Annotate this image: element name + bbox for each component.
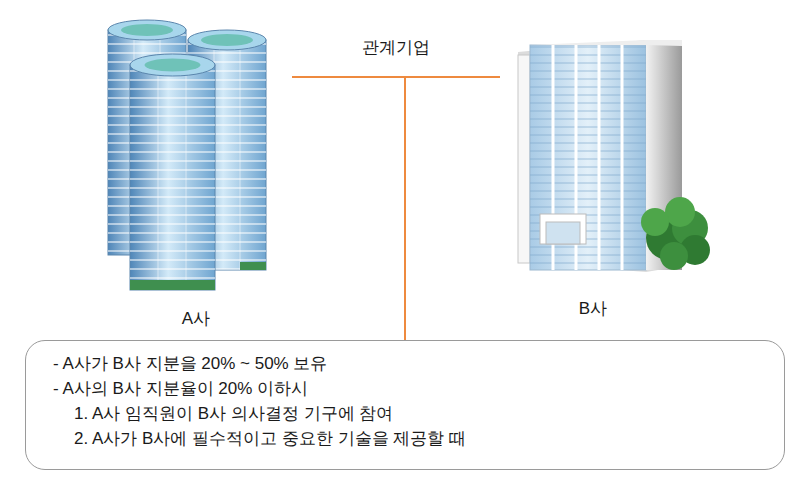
tree [641, 197, 710, 270]
relation-line [292, 77, 405, 340]
company-node: A사 [100, 15, 292, 335]
criteria-line: 1. A사 임직원이 B사 의사결정 기구에 참여 [26, 401, 393, 426]
company-label: B사 [579, 296, 607, 321]
company-node: B사 [500, 15, 686, 325]
criteria-line: 2. A사가 B사에 필수적이고 중요한 기술을 제공할 때 [26, 426, 466, 451]
relation-line [405, 77, 500, 340]
tower [130, 54, 215, 290]
relation-label: 관계기업 [359, 37, 433, 59]
criteria-box: - A사가 B사 지분을 20% ~ 50% 보유- A사의 B사 지분율이 2… [25, 340, 785, 470]
criteria-line: - A사가 B사 지분을 20% ~ 50% 보유 [26, 351, 327, 376]
company-label: A사 [182, 306, 210, 331]
criteria-line: - A사의 B사 지분율이 20% 이하시 [26, 376, 308, 401]
